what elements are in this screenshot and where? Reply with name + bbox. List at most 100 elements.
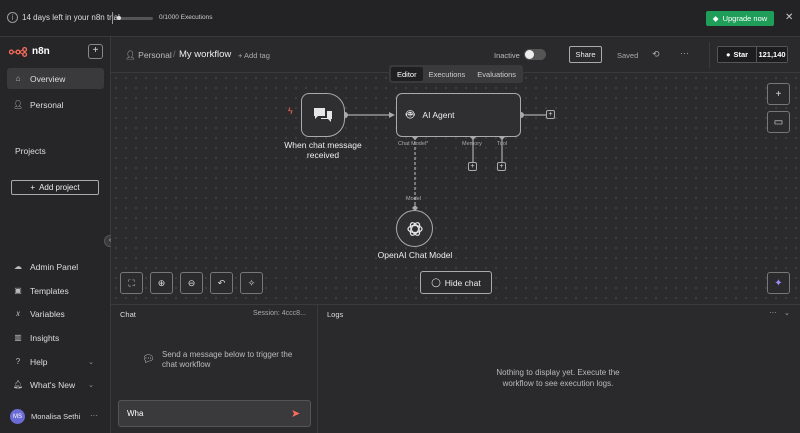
more-options-icon[interactable]: ···: [680, 48, 689, 58]
sidebar: n8n + ⌂ Overview 👤︎ Personal Projects + …: [0, 37, 116, 433]
chat-model-input-label: Chat Model*: [398, 141, 429, 147]
trigger-node-label: When chat message received: [284, 140, 362, 160]
help-icon: ?: [15, 357, 21, 366]
banner-divider: [112, 12, 113, 24]
upgrade-button[interactable]: ◆ Upgrade now: [706, 11, 774, 26]
upgrade-label: Upgrade now: [722, 14, 768, 23]
hide-chat-button[interactable]: ◯ Hide chat: [420, 271, 492, 294]
variable-icon: 𝑥: [15, 308, 21, 318]
chat-input-container: ➤: [118, 400, 311, 427]
share-button[interactable]: Share: [569, 46, 602, 63]
history-icon[interactable]: ⟲: [652, 49, 660, 59]
status-label: Inactive: [494, 51, 520, 60]
breadcrumb-project[interactable]: 👤︎ Personal: [125, 50, 172, 60]
github-star-count: 121,140: [756, 47, 787, 62]
zoom-in-icon[interactable]: ⊕: [150, 272, 173, 294]
add-project-label: Add project: [39, 183, 80, 192]
sidebar-item-templates[interactable]: ▣ Templates: [7, 280, 104, 301]
add-memory-button[interactable]: +: [468, 162, 477, 171]
ai-assistant-icon[interactable]: ✦: [767, 272, 790, 294]
chat-trigger-node[interactable]: [301, 93, 345, 137]
tool-input-label: Tool: [497, 141, 508, 147]
user-icon: 👤︎: [13, 100, 24, 109]
logs-empty-message: Nothing to display yet. Execute the work…: [496, 368, 620, 388]
workflow-canvas[interactable]: Editor Executions Evaluations ϟ When cha…: [111, 65, 800, 304]
agent-node-label: AI Agent: [422, 110, 455, 120]
projects-heading: Projects: [15, 146, 46, 156]
tab-executions[interactable]: Executions: [428, 69, 466, 79]
view-tabs: Editor Executions Evaluations: [389, 65, 523, 83]
sidebar-item-variables[interactable]: 𝑥 Variables: [7, 303, 104, 324]
message-icon: 💬︎: [142, 354, 155, 365]
chevron-down-icon: ⌄: [88, 381, 94, 389]
robot-icon: 🤖︎: [406, 106, 415, 122]
sidebar-item-label: Overview: [30, 73, 66, 84]
sidebar-item-help[interactable]: ? Help ⌄: [7, 351, 104, 372]
sidebar-item-personal[interactable]: 👤︎ Personal: [7, 94, 104, 115]
github-icon: ●: [725, 50, 731, 59]
chat-empty-hint: Send a message below to trigger the chat…: [162, 350, 293, 369]
active-toggle[interactable]: [524, 49, 546, 60]
n8n-logo-icon: [8, 46, 28, 57]
cloud-icon: ☁: [14, 262, 22, 271]
close-icon[interactable]: ✕: [785, 12, 794, 23]
sidebar-item-insights[interactable]: ▥ Insights: [7, 327, 104, 348]
executions-progress: [117, 16, 153, 20]
model-connector-label: Model: [406, 196, 421, 202]
sidebar-item-label: Help: [30, 356, 48, 367]
sidebar-item-label: Templates: [30, 285, 69, 296]
user-profile[interactable]: MS Monalisa Sethi: [10, 409, 80, 424]
ai-agent-node[interactable]: 🤖︎ AI Agent: [396, 93, 521, 137]
create-button[interactable]: +: [88, 44, 103, 59]
send-icon[interactable]: ➤: [291, 408, 301, 420]
zoom-out-icon[interactable]: ⊖: [180, 272, 203, 294]
user-menu-icon[interactable]: ···: [90, 411, 98, 420]
brand-logo[interactable]: n8n: [8, 46, 50, 57]
undo-icon[interactable]: ↶: [210, 272, 233, 294]
tab-editor[interactable]: Editor: [391, 67, 423, 81]
logs-panel: Logs ··· ⌄ Nothing to display yet. Execu…: [318, 304, 800, 433]
chat-bubbles-icon: [314, 108, 332, 122]
sidebar-item-whats-new[interactable]: 🔔︎ What's New ⌄: [7, 374, 104, 395]
sidebar-item-label: Insights: [30, 332, 60, 343]
breadcrumb-separator: /: [173, 49, 176, 59]
lightning-icon: ϟ: [288, 106, 293, 116]
add-tool-button[interactable]: +: [497, 162, 506, 171]
tab-evaluations[interactable]: Evaluations: [477, 69, 517, 79]
tidy-up-icon[interactable]: ✧: [240, 272, 263, 294]
logs-panel-title: Logs: [327, 310, 344, 319]
github-star-button[interactable]: ● Star 121,140: [717, 46, 788, 63]
chat-panel-title: Chat: [120, 310, 136, 319]
sticky-note-icon[interactable]: ▭: [767, 111, 790, 133]
add-project-button[interactable]: + Add project: [11, 180, 99, 195]
add-node-button[interactable]: +: [767, 83, 790, 105]
sidebar-item-label: Admin Panel: [30, 261, 79, 272]
add-tag-button[interactable]: + Add tag: [238, 51, 270, 60]
trial-text: 14 days left in your n8n trial: [22, 13, 120, 22]
home-icon: ⌂: [15, 74, 21, 83]
executions-count: 0/1000 Executions: [159, 14, 213, 21]
logs-more-icon[interactable]: ···: [769, 308, 777, 317]
memory-input-label: Memory: [462, 141, 482, 147]
saved-status: Saved: [617, 51, 639, 60]
fit-view-icon[interactable]: ⛶: [120, 272, 143, 294]
sidebar-item-label: What's New: [30, 379, 76, 390]
sidebar-item-overview[interactable]: ⌂ Overview: [7, 68, 104, 89]
workflow-name[interactable]: My workflow: [179, 49, 232, 60]
openai-chat-model-node[interactable]: [396, 210, 433, 247]
session-id[interactable]: Session: 4ccc8...: [253, 310, 306, 317]
progress-dot: [117, 16, 121, 20]
chat-message-input[interactable]: [119, 401, 284, 426]
trial-banner: i 14 days left in your n8n trial 0/1000 …: [0, 0, 800, 37]
chevron-down-icon[interactable]: ⌄: [784, 310, 790, 317]
chat-icon: ◯: [431, 277, 441, 287]
github-star-label: Star: [733, 50, 749, 59]
box-icon: ▣: [14, 286, 22, 295]
openai-icon: [406, 221, 423, 236]
add-output-node-button[interactable]: +: [546, 110, 555, 119]
sidebar-item-label: Variables: [30, 308, 65, 319]
info-icon: i: [7, 12, 18, 23]
gem-icon: ◆: [712, 14, 719, 23]
plus-icon: +: [30, 183, 36, 192]
sidebar-item-admin-panel[interactable]: ☁ Admin Panel: [7, 256, 104, 277]
